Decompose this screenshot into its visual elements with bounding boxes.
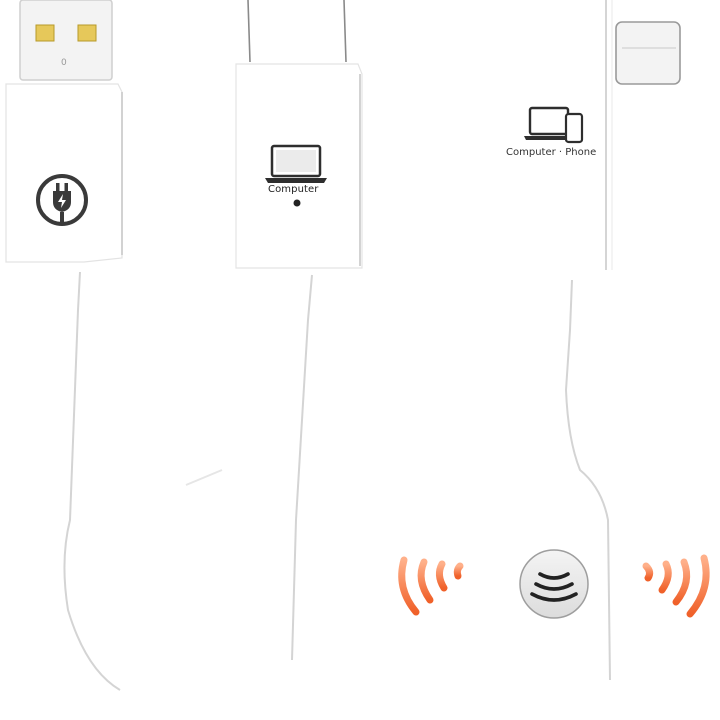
plug-charge-icon <box>36 174 88 226</box>
usb-contact-right <box>77 24 97 42</box>
usb-mark: 0 <box>61 58 67 68</box>
usb-a-plug-metal <box>19 0 113 81</box>
computer-label: Computer <box>268 184 319 195</box>
laptop-icon <box>265 144 327 183</box>
usb-a-charging-head: 0 <box>5 0 123 263</box>
laptop-phone-icon <box>524 106 584 144</box>
computer-phone-label: Computer · Phone <box>506 147 597 158</box>
cable-bodies <box>63 271 611 691</box>
usb-c-plug-metal <box>615 21 681 85</box>
signal-waves-right <box>642 554 710 618</box>
usb-a-computer-head <box>235 0 363 269</box>
usb-contact-left <box>35 24 55 42</box>
usb-c-computer-phone-head <box>524 0 681 270</box>
wireless-waves-icon <box>530 572 578 602</box>
signal-waves-left <box>398 556 464 616</box>
indicator-dot <box>293 199 301 207</box>
wireless-button[interactable] <box>519 549 589 619</box>
